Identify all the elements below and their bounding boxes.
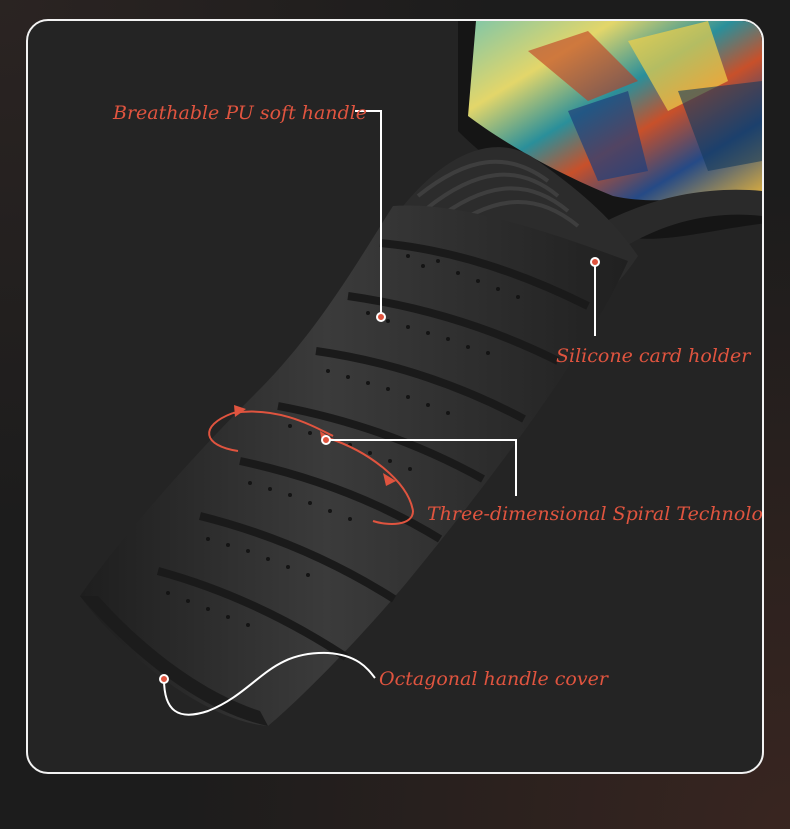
handle-callout-label: Breathable PU soft handle — [113, 102, 368, 124]
product-frame: Breathable PU soft handle Silicone card … — [26, 19, 764, 774]
leader-line-handle — [355, 110, 382, 316]
spiral-callout-label: Three-dimensional Spiral Technology — [427, 503, 764, 525]
paddle-face — [458, 21, 762, 239]
leader-line-cover — [163, 651, 376, 716]
paddle-handle-illustration — [80, 21, 762, 726]
leader-line-spiral — [326, 439, 517, 496]
spiral-wraps — [156, 239, 590, 661]
cover-callout-label: Octagonal handle cover — [379, 668, 608, 690]
octagonal-end-cap — [80, 596, 268, 726]
edge-guard — [588, 189, 762, 251]
holder-callout-label: Silicone card holder — [556, 345, 751, 367]
callout-dot-icon — [159, 257, 600, 684]
grip-perforations — [166, 254, 520, 627]
